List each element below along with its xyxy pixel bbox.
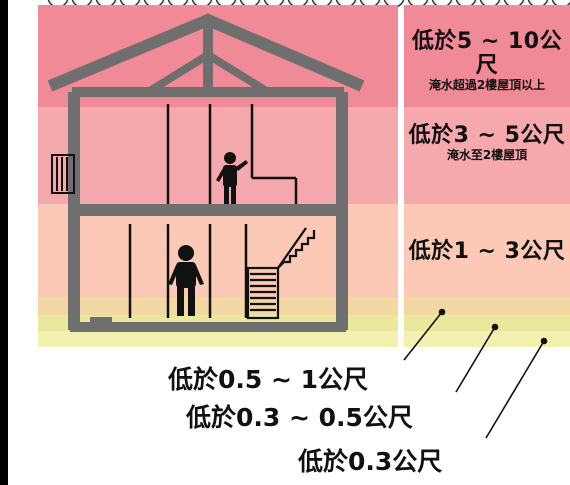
callout-0.3-0.5m: 低於0.3 ~ 0.5公尺 [186, 403, 413, 432]
zone-title: 低於1 ~ 3公尺 [408, 239, 566, 264]
callout-under-0.3m: 低於0.3公尺 [298, 447, 443, 476]
zone-subtitle: 淹水超過2樓屋頂以上 [428, 78, 546, 93]
radiator-icon [51, 154, 75, 194]
zone-subtitle: 淹水至2樓屋頂 [446, 148, 528, 163]
zone-title: 低於5 ~ 10公尺 [411, 29, 563, 79]
person-downstairs-icon [168, 245, 204, 316]
staircase-icon [246, 227, 316, 320]
zone-label-1-3m: 低於1 ~ 3公尺 [404, 239, 570, 264]
house [47, 13, 365, 332]
callout-leaders [403, 308, 548, 439]
zone-title: 低於3 ~ 5公尺 [408, 123, 566, 148]
callout-0.5-1m: 低於0.5 ~ 1公尺 [168, 365, 369, 394]
zone-label-3-5m: 低於3 ~ 5公尺 淹水至2樓屋頂 [404, 123, 570, 163]
person-upstairs-icon [216, 152, 248, 204]
right-panel-bands [404, 5, 570, 347]
roof [47, 13, 365, 92]
interior-lines [128, 104, 298, 318]
zone-label-5-10m: 低於5 ~ 10公尺 淹水超過2樓屋頂以上 [404, 29, 570, 93]
left-border [0, 0, 8, 485]
